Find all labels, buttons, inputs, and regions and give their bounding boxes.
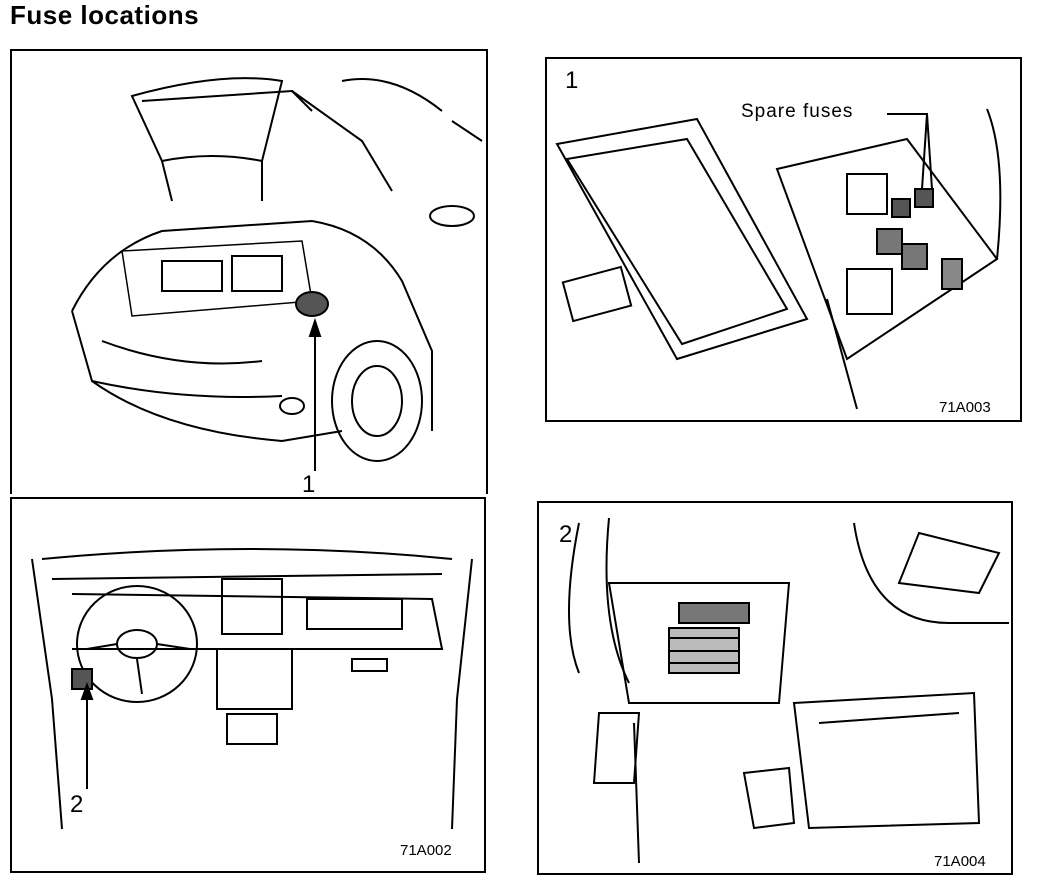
- page-title: Fuse locations: [10, 0, 200, 30]
- engine-fusebox-illustration: 1 Spare fuses 71A003: [545, 57, 1022, 422]
- callout-1: 1: [302, 471, 316, 498]
- callout-1: 1: [565, 67, 579, 94]
- callout-2: 2: [70, 791, 84, 818]
- figure-code: 71A004: [934, 853, 986, 870]
- spare-fuses-label: Spare fuses: [741, 101, 854, 122]
- engine-compartment-illustration: 1: [10, 49, 488, 498]
- interior-fusebox-illustration: 2 71A004: [537, 501, 1013, 875]
- dashboard-illustration: 2 71A002: [10, 497, 486, 873]
- figure-code: 71A002: [400, 842, 452, 859]
- callout-2: 2: [559, 521, 573, 548]
- figure-code: 71A003: [939, 399, 991, 416]
